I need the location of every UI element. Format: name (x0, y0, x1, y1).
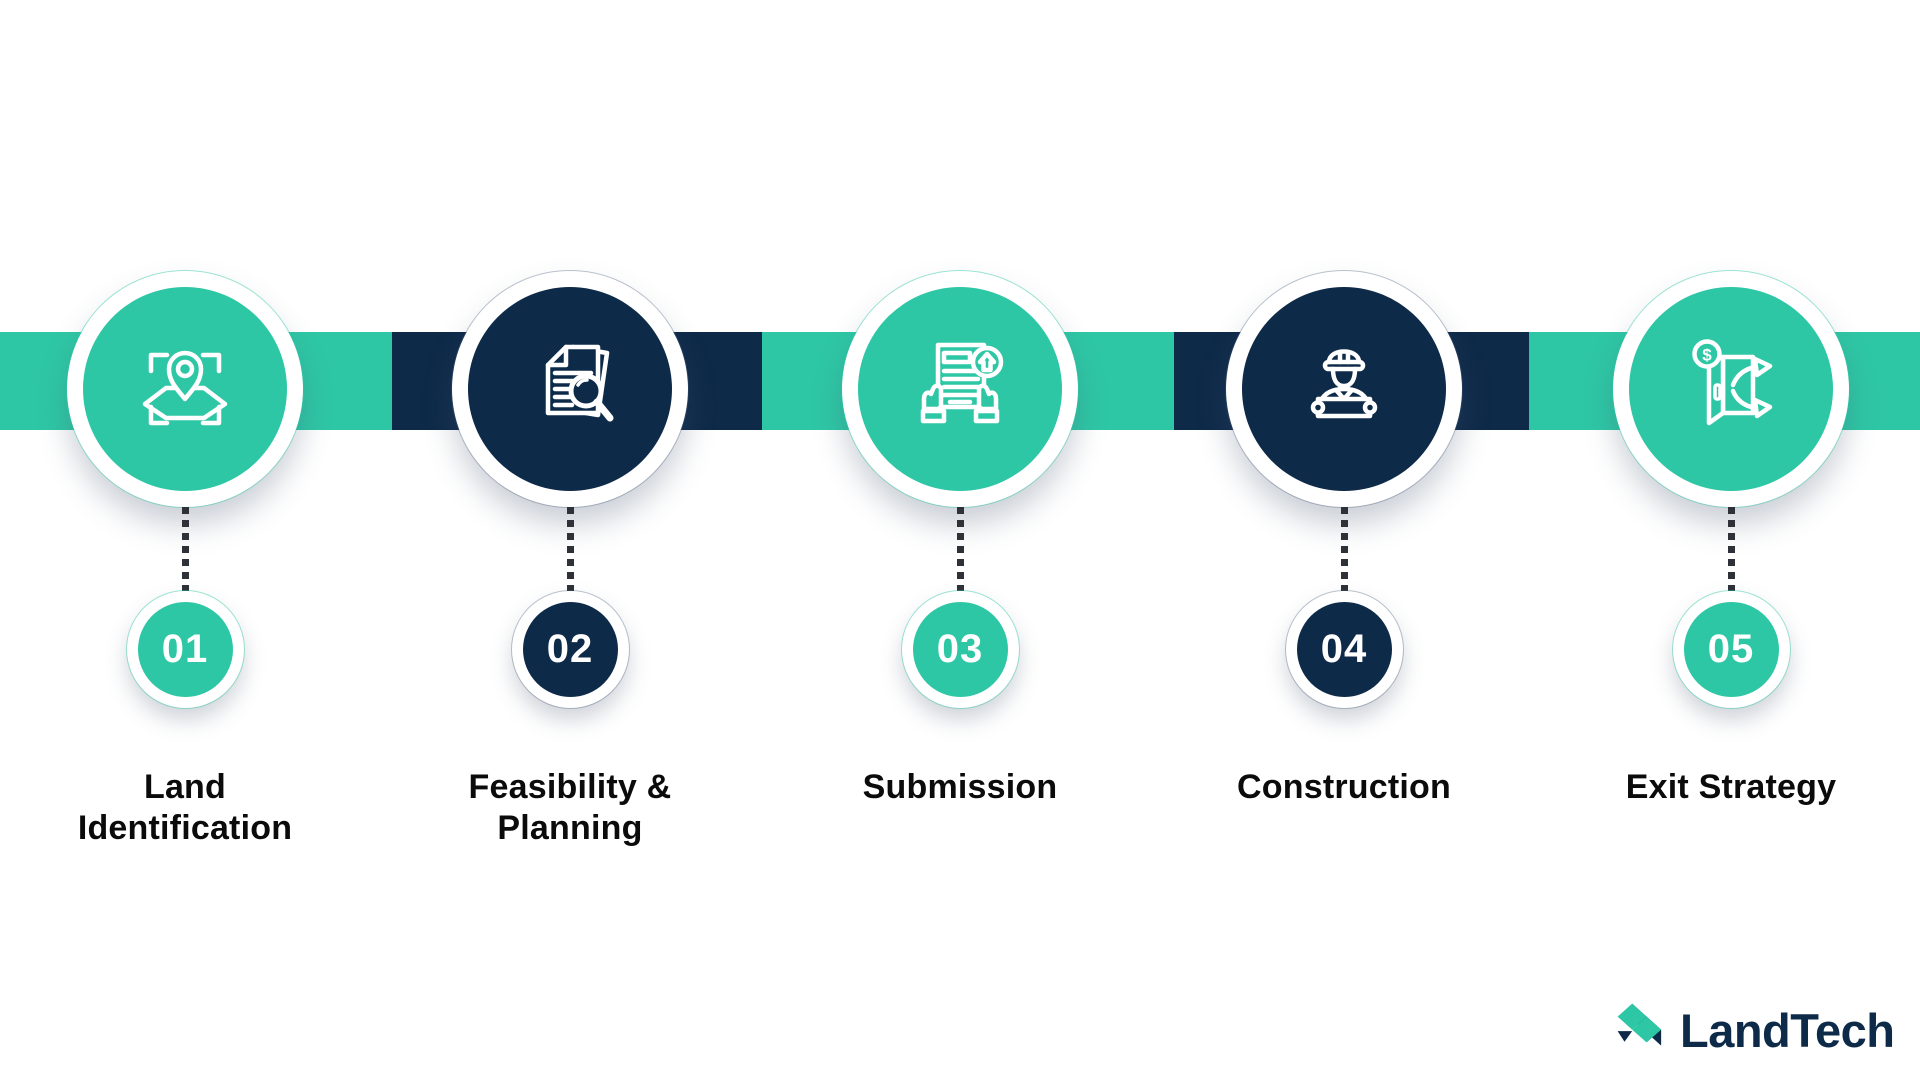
step-number: 05 (1683, 602, 1779, 697)
step-3-circle (842, 271, 1078, 507)
step-5: $ 05 Exit Strategy (1581, 271, 1881, 808)
step-number-badge: 04 (1285, 591, 1403, 708)
step-label: Exit Strategy (1625, 768, 1837, 806)
document-upload-hands-icon (900, 329, 1020, 449)
step-3: 03 Submission (810, 271, 1110, 808)
step-number-badge: 05 (1672, 591, 1790, 708)
step-number-badge: 01 (126, 591, 244, 708)
step-number: 04 (1296, 602, 1392, 697)
step-2: 02 Feasibility & Planning (420, 271, 720, 850)
landtech-logo-icon (1610, 996, 1668, 1059)
step-4-circle (1226, 271, 1462, 507)
step-label: Submission (862, 768, 1058, 806)
landtech-logo-text: LandTech (1680, 1003, 1895, 1057)
step-1: 01 Land Identification (35, 271, 335, 850)
step-number: 03 (912, 602, 1008, 697)
step-number: 01 (137, 602, 233, 697)
svg-text:$: $ (1702, 346, 1712, 365)
step-1-circle (67, 271, 303, 507)
dotted-connector (956, 507, 964, 591)
dotted-connector (566, 507, 574, 591)
step-number: 02 (522, 602, 618, 697)
step-label: Land Identification (77, 768, 293, 848)
exit-door-money-icon: $ (1671, 329, 1791, 449)
step-5-circle: $ (1613, 271, 1849, 507)
step-2-circle (452, 271, 688, 507)
document-search-icon (510, 329, 630, 449)
step-label: Feasibility & Planning (468, 768, 672, 848)
construction-worker-icon (1284, 329, 1404, 449)
step-4: 04 Construction (1194, 271, 1494, 808)
step-number-badge: 02 (511, 591, 629, 708)
step-number-badge: 03 (901, 591, 1019, 708)
landtech-logo: LandTech (1610, 992, 1895, 1062)
dotted-connector (181, 507, 189, 591)
map-pin-scan-icon (125, 329, 245, 449)
dotted-connector (1727, 507, 1735, 591)
step-label: Construction (1237, 768, 1451, 806)
dotted-connector (1340, 507, 1348, 591)
